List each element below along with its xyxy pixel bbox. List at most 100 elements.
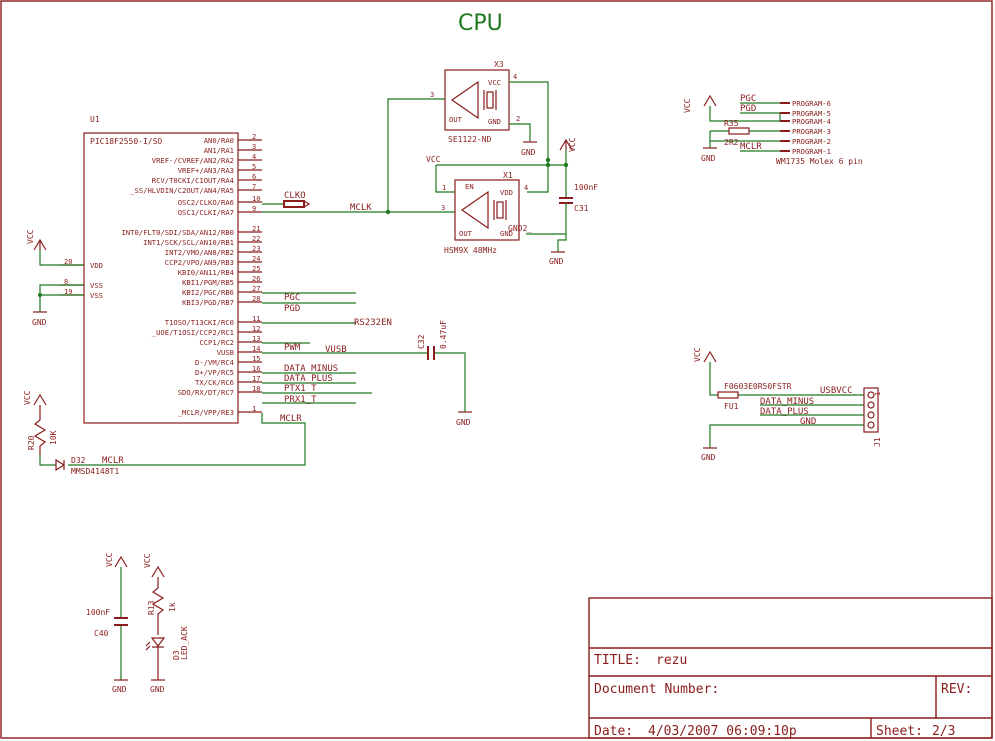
u1-pin-number: 28 [252, 295, 260, 303]
u1-pin-name: VUSB [217, 348, 234, 357]
title-label: TITLE: [594, 653, 641, 668]
u1-pin-name: KBI3/PGD/RB7 [182, 298, 234, 307]
c40-ref: C40 [94, 629, 109, 638]
usb-dm-label: DATA_MINUS [760, 397, 814, 407]
vcc-arrow-r13 [151, 565, 165, 578]
u1-pin-name: D-/VM/RC4 [195, 358, 234, 367]
date-value: 4/03/2007 06:09:10p [648, 724, 797, 739]
wire-mclr [68, 413, 306, 466]
rs232en-label: RS232EN [354, 318, 392, 328]
u1-pin-number: 19 [64, 288, 72, 296]
u1-pin-number: 20 [64, 258, 72, 266]
x3-vcc: VCC [488, 78, 501, 87]
x3-oscillator[interactable]: X3 VCC OUT GND 4 3 2 SE1122-ND [430, 60, 520, 144]
u1-pin-number: 15 [252, 355, 260, 363]
usb-vcc-label: USBVCC [820, 386, 853, 396]
x1-pin-en: 1 [442, 184, 446, 192]
clko-net: CLKO [262, 191, 311, 208]
u1-pin-name: RCV/T0CKI/C1OUT/RA4 [152, 176, 234, 185]
u1-pin-number: 4 [252, 153, 256, 161]
u1-pin-number: 6 [252, 173, 256, 181]
u1-ref: U1 [90, 115, 100, 124]
sheet-value: 2/3 [932, 724, 955, 739]
u1-pin-number: 21 [252, 225, 260, 233]
rev-label: REV: [941, 682, 972, 697]
d32-diode[interactable]: D32 MMSD4148T1 [55, 456, 119, 476]
wire-vss [39, 284, 84, 312]
x3-crystal-plates [483, 90, 497, 110]
u1-pin-number: 24 [252, 255, 260, 263]
title-block: TITLE: rezu Document Number: REV: Date: … [588, 597, 993, 739]
c31-ref: C31 [574, 204, 589, 213]
x1-gnd2: GND2_ [508, 224, 532, 233]
doc-number-label: Document Number: [594, 682, 719, 697]
u1-pin-number: 2 [252, 133, 256, 141]
c40-capacitor[interactable]: VCC 100nF C40 GND [86, 552, 128, 694]
prog-net-pgc: PGC [740, 94, 756, 104]
wire-vusb [262, 352, 466, 412]
title-block-rows [589, 647, 992, 738]
wire-vcc-osc [435, 150, 567, 198]
u1-body [83, 132, 239, 424]
x1-value: HSM9X 48MHz [444, 246, 497, 255]
r35-body [728, 127, 750, 135]
r13-ref: R13 [147, 600, 156, 615]
x3-pin-out: 3 [430, 91, 434, 99]
wire-usb-gnd [709, 424, 864, 448]
x3-pin-gnd: 2 [516, 115, 520, 123]
mclr-label: MCLR [280, 414, 302, 424]
c32-capacitor[interactable]: C32 0.47uF [417, 320, 448, 360]
vcc-arrow [33, 238, 47, 251]
x1-crystal [496, 201, 504, 219]
u1-pin-number: 22 [252, 235, 260, 243]
u1-pin-name: VDD [90, 261, 103, 270]
u1-pin-number: 16 [252, 365, 260, 373]
u1-pin-name: CCP2/VPO/AN9/RB3 [165, 258, 234, 267]
fu1-value: F0603E0R50FSTR [724, 382, 792, 391]
j1-body [863, 387, 879, 433]
j1-pin [867, 391, 875, 399]
u1-pin-name: KBI0/AN11/RB4 [178, 268, 234, 277]
u1-pin-name: SDO/RX/DT/RC7 [178, 388, 234, 397]
u1-pin-number: 9 [252, 205, 256, 213]
gnd-x3-label: GND [521, 148, 536, 157]
prog-header-value: WM1735 Molex 6 pin [776, 157, 863, 166]
prog-header[interactable]: VCC R35 2R2 GND PGC PGD MCLR PROGRAM-6PR… [683, 94, 863, 166]
j1-pin-num: 1 [874, 392, 882, 396]
mclr-label-2: MCLR [102, 456, 124, 466]
u1-pin-name: INT1/SCK/SCL/AN10/RB1 [143, 238, 234, 247]
r20-zigzag [33, 405, 47, 455]
usb-connector[interactable]: VCC F0603E0R50FSTR FU1 USBVCC DATA_MINUS… [693, 347, 882, 462]
u1-pin-number: 13 [252, 335, 260, 343]
u1-pin-name: VREF+/AN3/RA3 [178, 166, 234, 175]
fu1-body [717, 391, 739, 399]
u1-pin-name: KBI2/PGC/RB6 [182, 288, 234, 297]
d3-led [150, 637, 166, 680]
vcc-arrow-r20 [33, 393, 47, 406]
vcc-c40-label: VCC [105, 552, 114, 567]
r13-zigzag [151, 577, 165, 635]
pwm-label: PWM [284, 343, 301, 353]
wire-vdd [39, 250, 84, 266]
ptx-label: PTX1_T [284, 384, 317, 394]
prog-net-mclr: MCLR [740, 142, 762, 152]
u1-pic18f2550[interactable]: U1 PIC18F2550-I/SO 2AN0/RA03AN1/RA14VREF… [60, 115, 262, 424]
x1-oscillator[interactable]: X1 EN VDD OUT GND 1 4 3 GND2_ HSM9X 48MH… [441, 171, 532, 255]
vcc-arrow-osc [559, 138, 573, 151]
x1-pin-out: 3 [441, 204, 445, 212]
prx-label: PRX1_T [284, 395, 317, 405]
c32-value: 0.47uF [439, 320, 448, 349]
gnd-d3-label: GND [150, 685, 165, 694]
c31-capacitor[interactable]: 100nF C31 [559, 183, 598, 213]
u1-pin-name: T1OSO/T13CKI/RC0 [165, 318, 234, 327]
r20-resistor[interactable]: R20 10K VCC [23, 390, 58, 455]
vcc-r20-label: VCC [23, 390, 32, 405]
r13-led-circuit[interactable]: VCC R13 1k D3 LED_ACK GND [143, 553, 189, 694]
mclk-label: MCLK [350, 203, 372, 213]
r13-value: 1k [168, 602, 177, 612]
vcc-arrow-c40 [114, 555, 128, 568]
x3-value: SE1122-ND [448, 135, 492, 144]
vcc-arrow-prog [703, 94, 717, 107]
